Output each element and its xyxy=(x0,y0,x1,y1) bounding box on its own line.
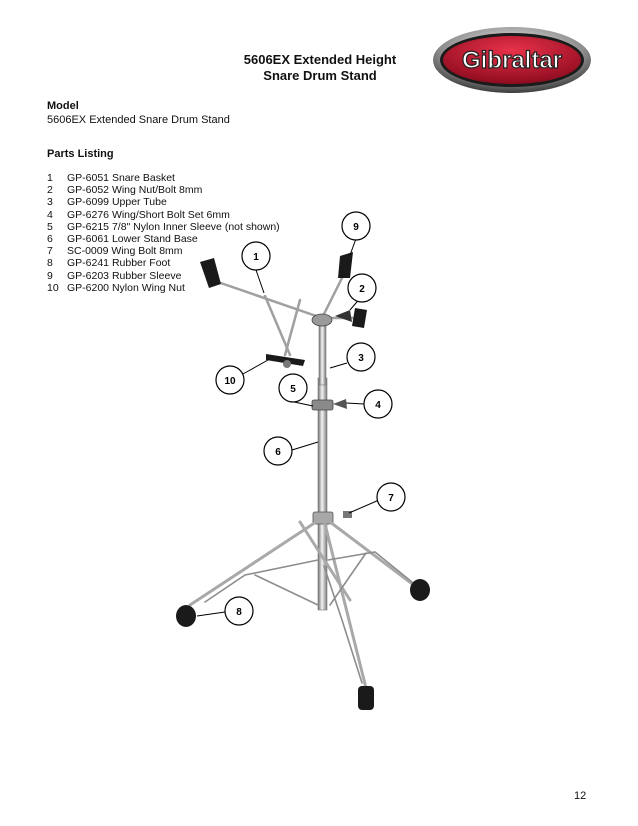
stand-illustration xyxy=(176,252,430,710)
callout-5-label: 5 xyxy=(290,384,296,395)
callout-2: 2 xyxy=(347,273,377,303)
part-description: GP-6276 Wing/Short Bolt Set 6mm xyxy=(67,208,230,221)
parts-list-item: 9 GP-6203 Rubber Sleeve xyxy=(47,270,280,282)
callout-8-label: 8 xyxy=(236,607,242,618)
part-description: GP-6061 Lower Stand Base xyxy=(67,233,198,246)
part-description: GP-6241 Rubber Foot xyxy=(67,257,171,270)
title-line-1: 5606EX Extended Height xyxy=(243,52,397,67)
part-description: GP-6099 Upper Tube xyxy=(67,196,167,209)
logo-text: Gibraltar xyxy=(462,47,562,74)
part-number: 9 xyxy=(47,269,53,282)
parts-list-item: 3 GP-6099 Upper Tube xyxy=(47,196,280,208)
callout-6: 6 xyxy=(263,436,293,466)
title-line-2: Snare Drum Stand xyxy=(263,68,377,83)
parts-list: 1 GP-6051 Snare Basket 2 GP-6052 Wing Nut/… xyxy=(47,172,280,294)
callout-7-label: 7 xyxy=(388,493,394,504)
model-value: 5606EX Extended Snare Drum Stand xyxy=(47,114,230,126)
model-heading: Model xyxy=(47,100,79,112)
parts-list-item: 1 GP-6051 Snare Basket xyxy=(47,172,280,184)
callout-6-label: 6 xyxy=(275,447,281,458)
callout-3: 3 xyxy=(346,342,376,372)
callout-1: 1 xyxy=(241,241,271,271)
parts-list-item: 8 GP-6241 Rubber Foot xyxy=(47,257,280,269)
callout-4-label: 4 xyxy=(375,400,381,411)
parts-heading: Parts Listing xyxy=(47,148,114,160)
part-description: GP-6052 Wing Nut/Bolt 8mm xyxy=(67,184,203,197)
callout-9: 9 xyxy=(341,211,371,241)
gibraltar-logo: Gibraltar xyxy=(433,27,591,93)
part-number: 1 xyxy=(47,172,53,184)
parts-list-item: 10 GP-6200 Nylon Wing Nut xyxy=(47,282,280,294)
callout-10: 10 xyxy=(215,365,245,395)
part-description: GP-6200 Nylon Wing Nut xyxy=(67,281,185,294)
callout-10-label: 10 xyxy=(224,376,236,387)
part-description: GP-6215 7/8" Nylon Inner Sleeve (not sho… xyxy=(67,220,280,233)
parts-list-item: 4 GP-6276 Wing/Short Bolt Set 6mm xyxy=(47,209,280,221)
part-description: GP-6051 Snare Basket xyxy=(67,172,175,184)
callout-9-label: 9 xyxy=(353,222,359,233)
part-description: SC-0009 Wing Bolt 8mm xyxy=(67,245,183,258)
page-title: 5606EX Extended Height Snare Drum Stand xyxy=(215,52,425,84)
part-number: 10 xyxy=(47,281,59,294)
part-number: 3 xyxy=(47,196,53,209)
callout-1-label: 1 xyxy=(253,252,259,263)
parts-list-item: 2 GP-6052 Wing Nut/Bolt 8mm xyxy=(47,184,280,196)
part-number: 4 xyxy=(47,208,53,221)
part-number: 7 xyxy=(47,245,53,258)
part-number: 2 xyxy=(47,184,53,197)
callout-8: 8 xyxy=(224,596,254,626)
part-description: GP-6203 Rubber Sleeve xyxy=(67,269,182,282)
part-number: 5 xyxy=(47,220,53,233)
callout-4: 4 xyxy=(363,389,393,419)
page-number: 12 xyxy=(574,790,587,802)
parts-list-item: 5 GP-6215 7/8" Nylon Inner Sleeve (not sh… xyxy=(47,221,280,233)
parts-list-item: 6 GP-6061 Lower Stand Base xyxy=(47,233,280,245)
callout-7: 7 xyxy=(376,482,406,512)
callout-2-label: 2 xyxy=(359,284,365,295)
callout-5: 5 xyxy=(278,373,308,403)
part-number: 6 xyxy=(47,233,53,246)
callout-3-label: 3 xyxy=(358,353,364,364)
parts-list-item: 7 SC-0009 Wing Bolt 8mm xyxy=(47,245,280,257)
part-number: 8 xyxy=(47,257,53,270)
